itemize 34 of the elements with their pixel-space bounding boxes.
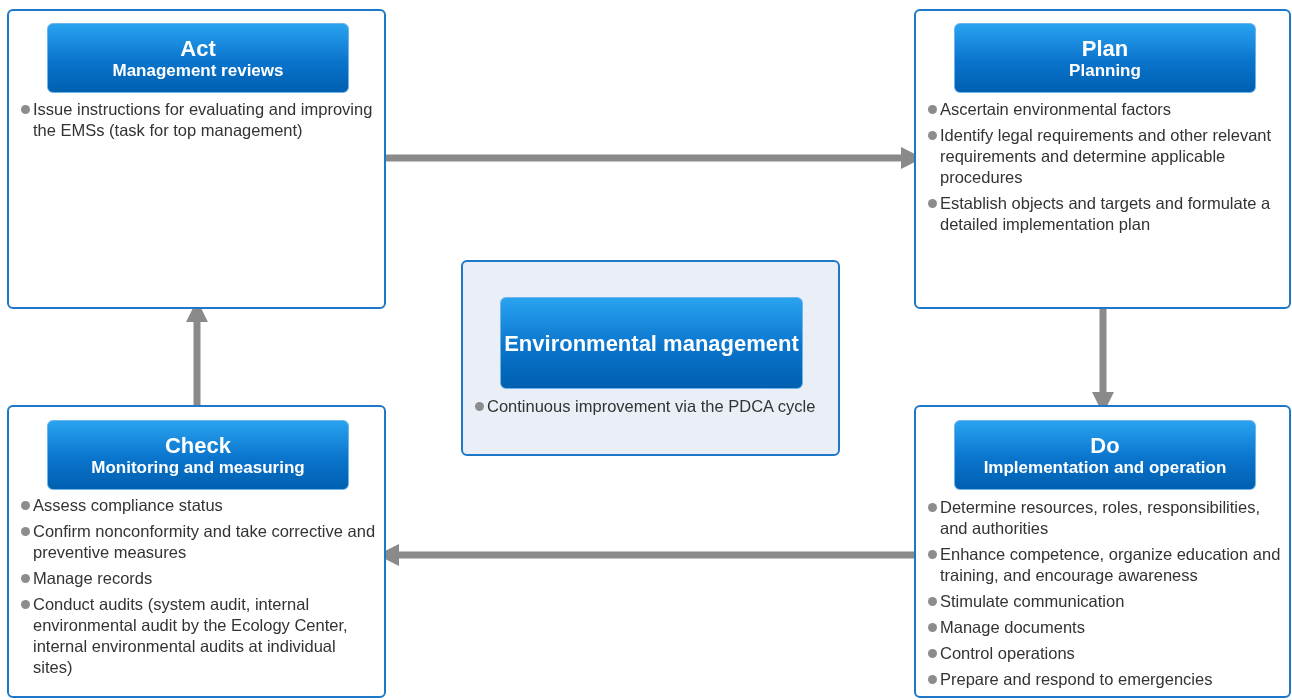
heading-box bbox=[47, 420, 349, 490]
bullet-text: Control operations bbox=[940, 643, 1075, 664]
heading-box bbox=[500, 297, 803, 389]
stage-panel bbox=[7, 9, 386, 309]
stage-title: Act bbox=[179, 35, 217, 61]
stage-panel bbox=[914, 405, 1291, 698]
bullet-text: Manage records bbox=[33, 568, 153, 589]
stage-subtitle: Monitoring and measuring bbox=[90, 457, 306, 478]
bullet-text: Prepare and respond to emergencies bbox=[940, 669, 1213, 690]
heading-box bbox=[954, 23, 1256, 93]
center-panel bbox=[461, 260, 840, 456]
stage-panel bbox=[914, 9, 1291, 309]
stage-title: Environmental management bbox=[503, 329, 800, 357]
stage-subtitle: Planning bbox=[1068, 60, 1142, 81]
heading-box bbox=[47, 23, 349, 93]
bullet-text: Determine resources, roles, responsibilities, and authorities bbox=[940, 497, 1262, 539]
stage-panel bbox=[7, 405, 386, 698]
heading-box bbox=[954, 420, 1256, 490]
bullet-text: Enhance competence, organize education and training, and encourage awareness bbox=[940, 544, 1281, 586]
bullet-text: Establish objects and targets and formulate a detailed implementation plan bbox=[940, 193, 1272, 235]
stage-title: Do bbox=[1089, 432, 1121, 458]
stage-subtitle: Implementation and operation bbox=[982, 457, 1228, 478]
stage-title: Plan bbox=[1080, 35, 1130, 61]
stage-title: Check bbox=[163, 432, 232, 458]
bullet-text: Assess compliance status bbox=[33, 495, 223, 516]
bullet-text: Identify legal requirements and other relevant requirements and determine applicable procedures bbox=[940, 125, 1273, 188]
bullet-text: Manage documents bbox=[940, 617, 1085, 638]
stage-subtitle: Management reviews bbox=[111, 60, 285, 81]
bullet-text: Ascertain environmental factors bbox=[940, 99, 1172, 120]
bullet-text: Stimulate communication bbox=[940, 591, 1125, 612]
bullet-text: Continuous improvement via the PDCA cycle bbox=[487, 396, 816, 417]
bullet-text: Conduct audits (system audit, internal environmental audit by the Ecology Center, internal environmental audits at individual sites) bbox=[33, 594, 349, 678]
bullet-text: Confirm nonconformity and take corrective and preventive measures bbox=[33, 521, 376, 563]
bullet-text: Issue instructions for evaluating and improving the EMSs (task for top management) bbox=[33, 99, 374, 141]
